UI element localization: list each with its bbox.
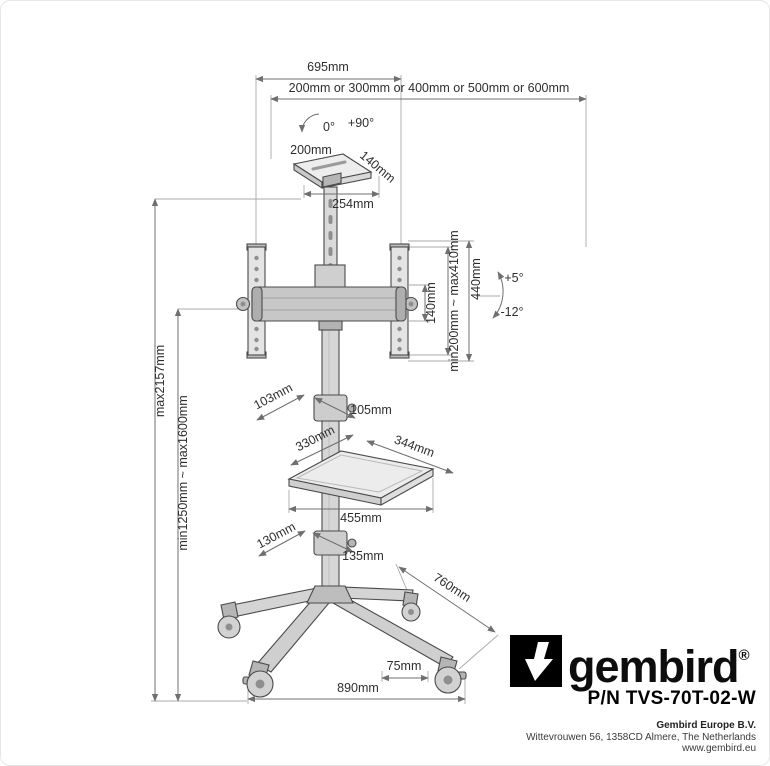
- dim-crossbar-height: 140mm: [424, 282, 438, 324]
- caster-front-right: [434, 656, 467, 694]
- dimension-lines: [151, 75, 587, 703]
- dim-vesa-widths: 200mm or 300mm or 400mm or 500mm or 600m…: [289, 81, 570, 95]
- dim-base-width: 890mm: [337, 681, 379, 695]
- company-website: www.gembird.eu: [682, 743, 756, 754]
- stand-drawing: [217, 153, 467, 698]
- dim-overall-height: max2157mm: [153, 345, 167, 417]
- tilt-arc: [492, 271, 505, 319]
- brand-wordmark: gembird: [568, 641, 740, 692]
- dim-overall-width: 695mm: [307, 60, 349, 74]
- caster-front-left: [242, 660, 274, 698]
- rotation-arc: [298, 113, 320, 133]
- top-tray: [292, 153, 373, 190]
- company-address: Wittevrouwen 56, 1358CD Almere, The Neth…: [526, 731, 756, 743]
- company-name: Gembird Europe B.V.: [656, 720, 756, 731]
- dim-tray-overall: 254mm: [332, 197, 374, 211]
- registered-mark: ®: [738, 647, 750, 664]
- legal-block: Gembird Europe B.V. Wittevrouwen 56, 135…: [526, 720, 756, 755]
- dim-lower-clamp-depth: 135mm: [342, 549, 384, 563]
- base-arm-back-right: [340, 586, 414, 602]
- dim-tilt-down: -12°: [500, 305, 523, 319]
- dim-tray-width: 200mm: [290, 143, 332, 157]
- part-number: P/N TVS-70T-02-W: [587, 688, 756, 709]
- dim-upper-clamp-depth: 105mm: [350, 403, 392, 417]
- dim-bracket-overall-height: 440mm: [469, 258, 483, 300]
- crossbar: [251, 286, 407, 322]
- caster-back-left: [217, 601, 241, 639]
- dim-caster-diameter: 75mm: [387, 659, 422, 673]
- base-hub: [306, 585, 354, 604]
- dim-base-depth: 760mm: [431, 570, 474, 604]
- down-arrow-icon: [525, 642, 553, 681]
- clamp-knob: [347, 538, 357, 548]
- dim-upper-clamp-width: 103mm: [251, 381, 294, 413]
- dim-shelf-depth: 344mm: [392, 433, 436, 460]
- column-bracket: [314, 264, 346, 290]
- dim-screen-height-range: min1250mm ~ max1600mm: [176, 395, 190, 550]
- dimension-labels: 695mm 200mm or 300mm or 400mm or 500mm o…: [153, 60, 569, 695]
- dim-rotate-to: +90°: [348, 116, 374, 130]
- caster-back-right: [401, 591, 421, 622]
- media-shelf: [287, 450, 435, 506]
- gembird-logo-icon: [510, 635, 562, 687]
- dim-tilt-up: +5°: [504, 271, 523, 285]
- brand-name: gembird®: [568, 630, 750, 693]
- dim-rotate-from: 0°: [323, 120, 335, 134]
- dim-shelf-overall: 455mm: [340, 511, 382, 525]
- base-arm-front-right: [331, 597, 454, 668]
- dim-vesa-height-range: min200mm ~ max410mm: [447, 230, 461, 371]
